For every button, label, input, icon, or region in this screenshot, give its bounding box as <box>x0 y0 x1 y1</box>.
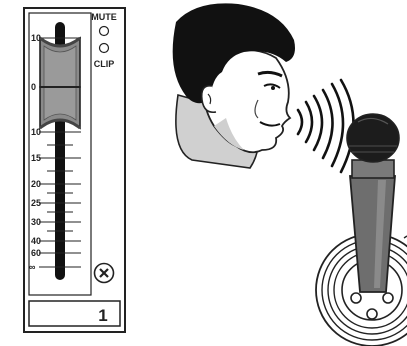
xlr-pin <box>366 308 378 320</box>
scale-label: ∞ <box>29 262 36 272</box>
xlr-pin <box>350 292 362 304</box>
channel-strip: MUTE CLIP 10 0 <box>23 7 126 333</box>
clip-label: CLIP <box>94 59 115 69</box>
scale-label: 30 <box>31 217 41 227</box>
sound-waves-icon <box>296 78 355 174</box>
clip-led <box>98 42 110 54</box>
scale-label: 60 <box>31 248 41 258</box>
speaking-head-icon <box>172 3 295 169</box>
fader-knob[interactable] <box>39 36 81 130</box>
scale-label: 10 <box>31 33 41 43</box>
xlr-pin <box>382 292 394 304</box>
dynamic-microphone-icon <box>346 113 407 293</box>
scale-label: 10 <box>31 127 41 137</box>
scale-label: 0 <box>31 82 36 92</box>
mute-led <box>98 25 110 37</box>
channel-number: 1 <box>98 306 107 325</box>
scale-label: 20 <box>31 179 41 189</box>
mute-label: MUTE <box>91 12 117 22</box>
lower-scale: 10 15 20 25 30 40 60 ∞ <box>29 127 81 272</box>
channel-number-box <box>28 300 121 327</box>
scale-label: 25 <box>31 198 41 208</box>
mute-button[interactable] <box>93 262 115 284</box>
fader-panel <box>28 12 92 296</box>
scale-label: 40 <box>31 236 41 246</box>
scale-label: 15 <box>31 153 41 163</box>
